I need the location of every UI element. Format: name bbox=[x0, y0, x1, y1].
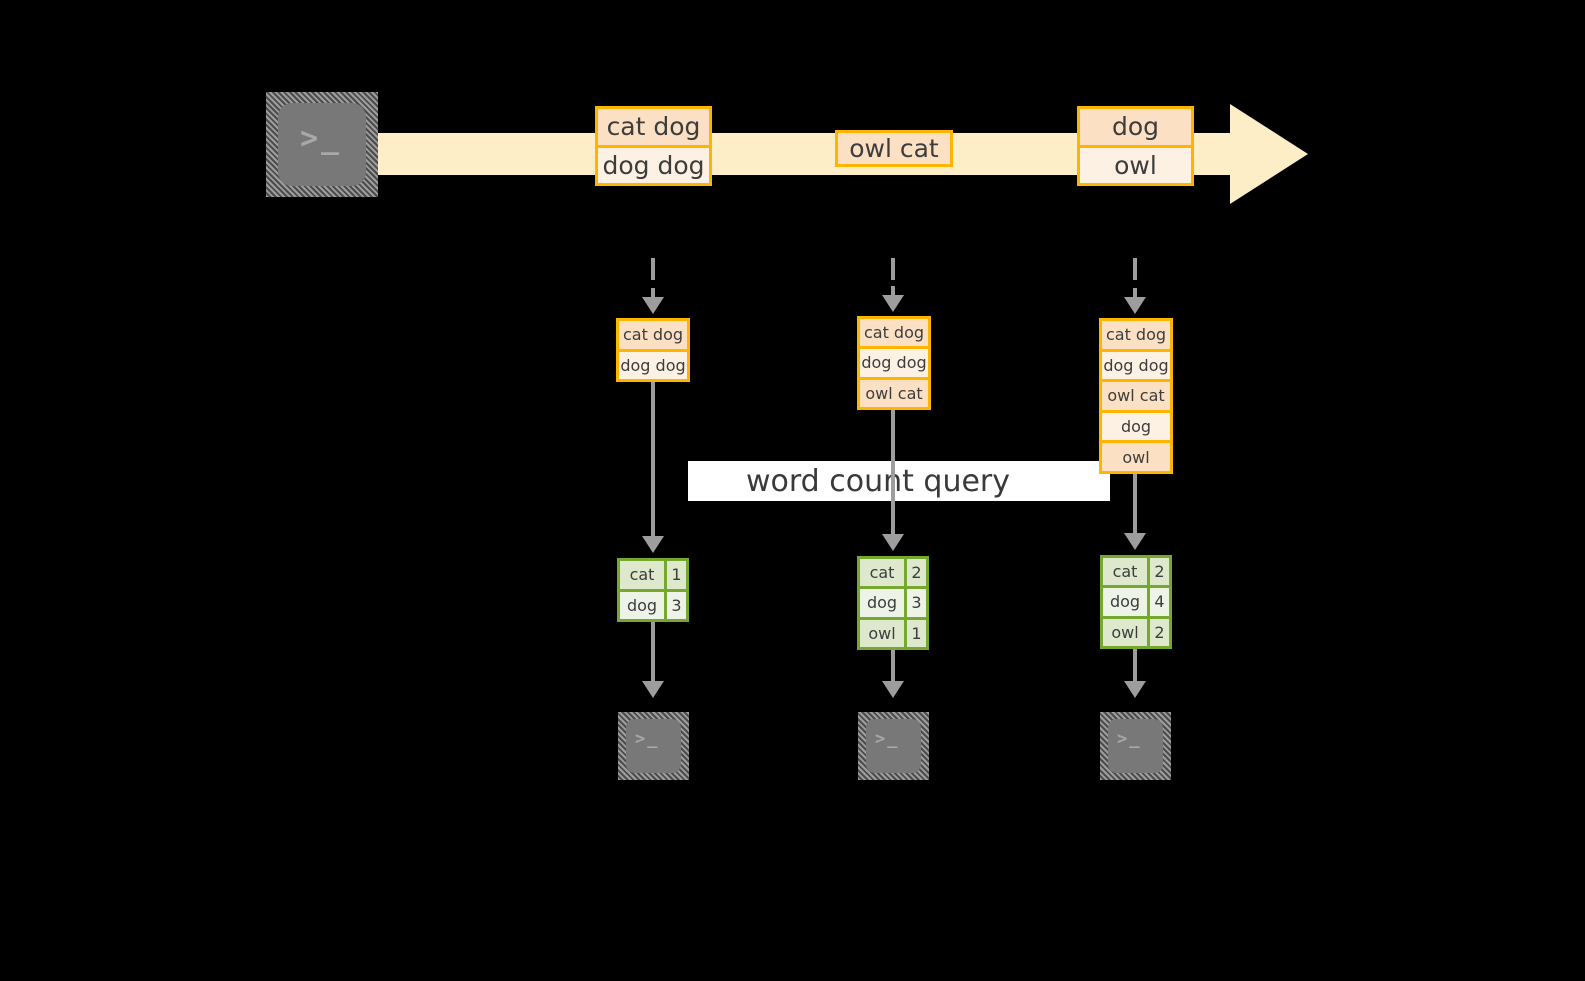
log-line: dog bbox=[1102, 409, 1170, 441]
snapshot-2-input-log: cat dog dog dog owl cat bbox=[857, 316, 931, 410]
table-row: owl 2 bbox=[1103, 615, 1169, 646]
snapshot-3-feed-stub bbox=[1133, 288, 1137, 300]
terminal-prompt-glyph: >_ bbox=[875, 729, 900, 749]
table-row: dog 4 bbox=[1103, 585, 1169, 616]
stream-event-group-1: cat dog dog dog bbox=[595, 106, 712, 186]
log-line: owl cat bbox=[1102, 379, 1170, 410]
snapshot-1-sink-terminal-icon: >_ bbox=[618, 712, 689, 780]
table-row: dog 3 bbox=[620, 588, 686, 619]
table-cell-count: 2 bbox=[1147, 558, 1169, 586]
terminal-prompt-glyph: >_ bbox=[300, 121, 343, 156]
log-line: dog dog bbox=[619, 348, 687, 379]
snapshot-3-sink-arrowhead bbox=[1124, 681, 1146, 698]
snapshot-3-query-connector bbox=[1133, 474, 1137, 536]
snapshot-1-sink-arrowhead bbox=[642, 681, 664, 698]
table-cell-word: cat bbox=[620, 561, 664, 589]
table-cell-word: dog bbox=[1103, 588, 1147, 616]
table-row: dog 3 bbox=[860, 586, 926, 617]
terminal-screen bbox=[278, 103, 366, 186]
log-line: dog dog bbox=[1102, 348, 1170, 380]
snapshot-1-feed-stub bbox=[651, 288, 655, 300]
snapshot-2-query-connector bbox=[891, 410, 895, 537]
snapshot-1-input-log: cat dog dog dog bbox=[616, 318, 690, 382]
snapshot-3-query-arrowhead bbox=[1124, 533, 1146, 550]
stream-event-line: cat dog bbox=[598, 109, 709, 145]
snapshot-3-sink-connector bbox=[1133, 649, 1137, 684]
stream-event-group-2: owl cat bbox=[835, 130, 953, 167]
log-line: cat dog bbox=[619, 321, 687, 349]
table-cell-count: 1 bbox=[904, 619, 926, 647]
terminal-prompt-glyph: >_ bbox=[635, 729, 660, 749]
log-line: dog dog bbox=[860, 346, 928, 377]
stream-event-line: dog bbox=[1080, 109, 1191, 145]
snapshot-1-query-connector bbox=[651, 382, 655, 539]
stream-event-line: dog dog bbox=[598, 144, 709, 183]
snapshot-2-sink-connector bbox=[891, 650, 895, 684]
table-cell-word: dog bbox=[620, 591, 664, 619]
table-row: cat 2 bbox=[1103, 558, 1169, 586]
snapshot-1-query-arrowhead bbox=[642, 536, 664, 553]
snapshot-3-result-table: cat 2 dog 4 owl 2 bbox=[1100, 555, 1172, 649]
table-cell-word: dog bbox=[860, 589, 904, 617]
query-label: word count query bbox=[745, 463, 1011, 499]
snapshot-3-feed-dash bbox=[1133, 258, 1137, 280]
query-band: word count query bbox=[688, 461, 1110, 501]
log-line: cat dog bbox=[860, 319, 928, 347]
stream-event-line: owl cat bbox=[838, 133, 950, 164]
stream-event-line: owl bbox=[1080, 144, 1191, 183]
stream-event-group-3: dog owl bbox=[1077, 106, 1194, 186]
table-cell-word: cat bbox=[860, 559, 904, 587]
snapshot-1-sink-connector bbox=[651, 622, 655, 684]
table-cell-count: 2 bbox=[1147, 618, 1169, 646]
table-cell-word: owl bbox=[1103, 618, 1147, 646]
table-row: cat 2 bbox=[860, 559, 926, 587]
source-terminal-icon: >_ bbox=[266, 92, 378, 197]
table-cell-count: 3 bbox=[664, 591, 686, 619]
snapshot-3-input-log: cat dog dog dog owl cat dog owl bbox=[1099, 318, 1173, 474]
table-row: owl 1 bbox=[860, 616, 926, 647]
snapshot-2-result-table: cat 2 dog 3 owl 1 bbox=[857, 556, 929, 650]
terminal-screen bbox=[866, 719, 921, 773]
snapshot-3-feed-arrowhead bbox=[1124, 297, 1146, 314]
terminal-screen bbox=[1108, 719, 1163, 773]
table-cell-count: 3 bbox=[904, 589, 926, 617]
log-line: cat dog bbox=[1102, 321, 1170, 349]
snapshot-2-query-arrowhead bbox=[882, 534, 904, 551]
table-cell-count: 4 bbox=[1147, 588, 1169, 616]
snapshot-1-result-table: cat 1 dog 3 bbox=[617, 558, 689, 622]
snapshot-2-feed-dash bbox=[891, 258, 895, 280]
table-cell-count: 2 bbox=[904, 559, 926, 587]
snapshot-2-sink-arrowhead bbox=[882, 681, 904, 698]
log-line: owl cat bbox=[860, 376, 928, 407]
terminal-screen bbox=[626, 719, 681, 773]
snapshot-1-feed-dash bbox=[651, 258, 655, 280]
snapshot-1-feed-arrowhead bbox=[642, 297, 664, 314]
log-line: owl bbox=[1102, 440, 1170, 471]
terminal-prompt-glyph: >_ bbox=[1117, 729, 1142, 749]
table-cell-word: owl bbox=[860, 619, 904, 647]
snapshot-2-feed-arrowhead bbox=[882, 295, 904, 312]
table-row: cat 1 bbox=[620, 561, 686, 589]
table-cell-count: 1 bbox=[664, 561, 686, 589]
snapshot-2-sink-terminal-icon: >_ bbox=[858, 712, 929, 780]
snapshot-2-feed-stub bbox=[891, 286, 895, 298]
table-cell-word: cat bbox=[1103, 558, 1147, 586]
snapshot-3-sink-terminal-icon: >_ bbox=[1100, 712, 1171, 780]
